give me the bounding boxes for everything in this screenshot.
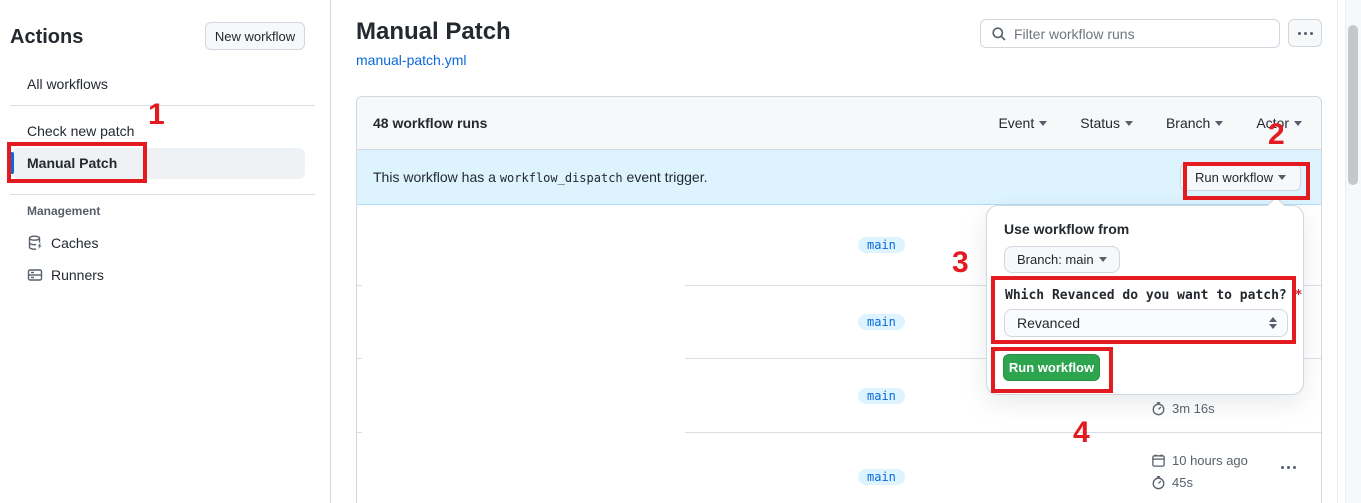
search-input[interactable]	[1014, 25, 1269, 42]
revanced-select[interactable]: Revanced	[1004, 309, 1288, 337]
run-row[interactable]: main	[357, 205, 1321, 285]
stopwatch-icon	[1151, 475, 1166, 490]
sidebar-divider	[10, 105, 315, 106]
annotation-step-4: 4	[1073, 416, 1090, 449]
run-row[interactable]: main 3m 16s	[357, 358, 1321, 432]
workflow-file-link[interactable]: manual-patch.yml	[356, 52, 467, 68]
page-title: Manual Patch	[356, 18, 511, 45]
run-workflow-submit-button[interactable]: Run workflow	[1003, 354, 1100, 381]
caret-down-icon	[1039, 120, 1048, 126]
workflow-dispatch-banner: This workflow has a workflow_dispatch ev…	[357, 150, 1321, 205]
sidebar-item-check-new-patch[interactable]: Check new patch	[27, 123, 135, 139]
popup-title: Use workflow from	[1004, 221, 1130, 237]
sidebar-title: Actions	[10, 26, 84, 48]
event-trigger-code: workflow_dispatch	[499, 171, 623, 185]
runs-list: main main main 3m 16s	[357, 205, 1321, 503]
branch-badge[interactable]: main	[858, 237, 905, 253]
banner-text: This workflow has a workflow_dispatch ev…	[373, 169, 708, 185]
sidebar-divider	[10, 194, 315, 195]
annotation-step-3: 3	[952, 246, 969, 279]
sidebar-item-manual-patch[interactable]	[12, 148, 305, 179]
server-icon	[27, 267, 43, 283]
actions-sidebar: Actions New workflow All workflows Check…	[0, 0, 331, 503]
runs-filters: Event Status Branch Actor	[998, 115, 1302, 131]
branch-badge[interactable]: main	[858, 387, 905, 404]
branch-badge[interactable]: main	[858, 468, 905, 485]
stopwatch-icon	[1151, 401, 1166, 416]
caret-down-icon	[1294, 120, 1302, 126]
content-edge-line	[1337, 0, 1338, 503]
branch-badge[interactable]: main	[858, 314, 905, 330]
run-kebab-menu[interactable]	[1281, 466, 1296, 469]
branch-select-button[interactable]: Branch: main	[1004, 246, 1120, 273]
scrollbar-thumb[interactable]	[1348, 25, 1358, 185]
sidebar-item-caches[interactable]: Caches	[27, 235, 98, 251]
select-updown-icon	[1269, 317, 1277, 329]
filter-event[interactable]: Event	[998, 115, 1048, 131]
filter-actor[interactable]: Actor	[1256, 115, 1302, 131]
run-workflow-dropdown-button[interactable]: Run workflow	[1179, 163, 1301, 191]
annotation-step-2: 2	[1268, 118, 1285, 151]
new-workflow-button[interactable]: New workflow	[205, 22, 305, 50]
database-icon	[27, 235, 43, 251]
management-section-label: Management	[27, 204, 101, 218]
calendar-icon	[1151, 453, 1166, 468]
run-workflow-popup: Use workflow from Branch: main Which Rev…	[986, 196, 1304, 395]
search-icon	[991, 26, 1007, 42]
workflow-input-label: Which Revanced do you want to patch? *	[1005, 288, 1303, 303]
filter-branch[interactable]: Branch	[1166, 115, 1224, 131]
caret-down-icon	[1124, 120, 1133, 126]
sidebar-item-manual-patch-label[interactable]: Manual Patch	[27, 155, 118, 171]
scrollbar-track[interactable]	[1345, 0, 1361, 503]
selected-indicator-bar	[10, 152, 14, 174]
sidebar-item-caches-label[interactable]: Caches	[51, 235, 99, 251]
filter-status[interactable]: Status	[1080, 115, 1133, 131]
redacted-run-titles-area	[362, 206, 685, 503]
run-duration: 45s	[1151, 475, 1193, 490]
run-row[interactable]: main 10 hours ago	[357, 432, 1321, 503]
caret-down-icon	[1278, 174, 1286, 180]
run-time: 10 hours ago	[1151, 453, 1248, 468]
workflow-more-options-button[interactable]	[1288, 19, 1322, 47]
annotation-step-1: 1	[148, 98, 165, 131]
filter-runs-searchbox[interactable]	[980, 19, 1280, 48]
run-duration: 3m 16s	[1151, 401, 1215, 416]
sidebar-item-runners[interactable]: Runners	[27, 267, 104, 283]
sidebar-item-runners-label[interactable]: Runners	[51, 267, 104, 283]
required-asterisk: *	[1294, 288, 1303, 303]
sidebar-item-all-workflows[interactable]: All workflows	[27, 76, 108, 92]
caret-down-icon	[1098, 257, 1107, 262]
runs-count: 48 workflow runs	[373, 115, 488, 131]
run-row[interactable]: main	[357, 285, 1321, 358]
caret-down-icon	[1215, 120, 1224, 126]
ellipsis-icon	[1297, 31, 1313, 35]
runs-list-header: 48 workflow runs Event Status Branch Act…	[357, 97, 1321, 150]
